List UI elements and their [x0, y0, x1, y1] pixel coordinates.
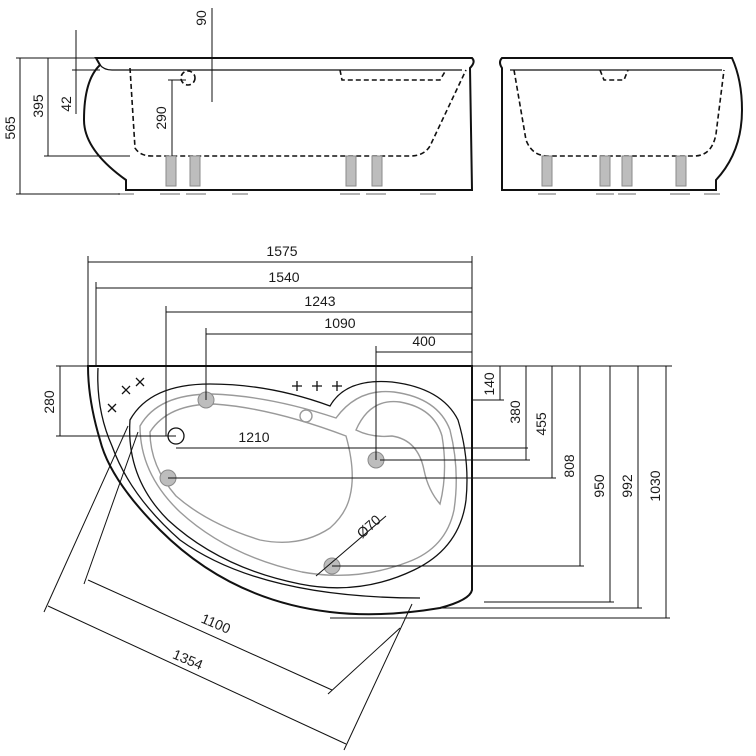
- side-right-feet: [538, 155, 720, 195]
- dim-width-1243: 1243: [304, 293, 335, 309]
- dim-depth-808: 808: [561, 454, 577, 478]
- dim-width-1575: 1575: [266, 243, 297, 259]
- dim-width-1540: 1540: [268, 269, 299, 285]
- dim-drain-diameter: Ø70: [353, 511, 384, 541]
- dim-overflow-90: 90: [193, 10, 209, 26]
- dim-left-280: 280: [41, 390, 57, 414]
- dim-depth-140: 140: [481, 372, 497, 396]
- dim-depth-950: 950: [591, 474, 607, 498]
- dim-width-1090: 1090: [324, 315, 355, 331]
- dim-height-395: 395: [30, 94, 46, 118]
- dim-depth-1030: 1030: [647, 470, 663, 501]
- dim-overflow-290: 290: [153, 106, 169, 130]
- dim-height-565: 565: [2, 116, 18, 140]
- dim-depth-992: 992: [619, 474, 635, 498]
- dim-depth-380: 380: [507, 400, 523, 424]
- side-elevation-left: 565 395 42 290 90: [2, 8, 475, 195]
- dim-inner-1210: 1210: [238, 429, 269, 445]
- dim-width-400: 400: [412, 333, 436, 349]
- x-markers: [107, 377, 145, 413]
- dim-diagonal-1354: 1354: [170, 646, 205, 673]
- plus-markers: [292, 381, 342, 391]
- side-left-feet: [118, 155, 436, 195]
- side-elevation-right: [499, 57, 744, 195]
- plan-view: 1575 1540 1243 1090 400 1210 280 140 380…: [41, 243, 672, 751]
- dim-depth-455: 455: [533, 412, 549, 436]
- dim-height-42: 42: [58, 96, 74, 112]
